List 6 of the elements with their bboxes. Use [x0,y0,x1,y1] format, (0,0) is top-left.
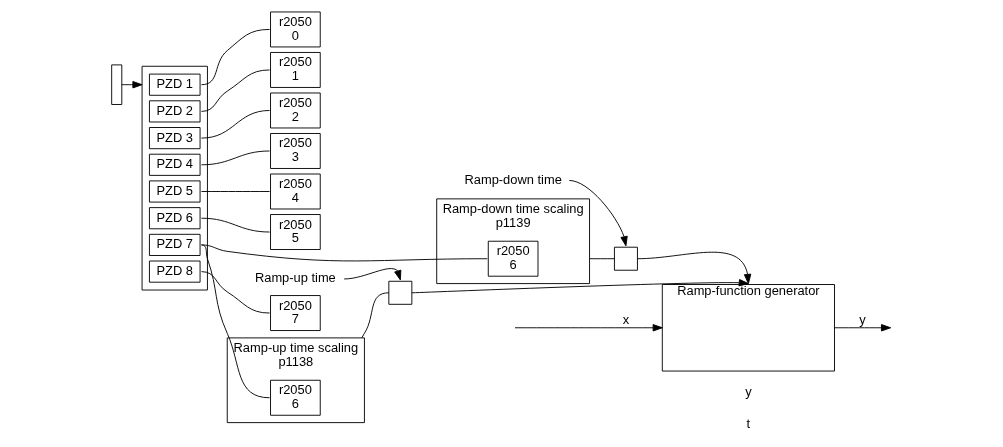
node-text: Ramp-up time [254,270,336,286]
label: t [746,415,751,431]
edge-label: x [622,312,630,328]
edge-label: y [859,312,866,328]
node-text: Ramp-down time [464,171,562,187]
label: y [745,383,752,399]
